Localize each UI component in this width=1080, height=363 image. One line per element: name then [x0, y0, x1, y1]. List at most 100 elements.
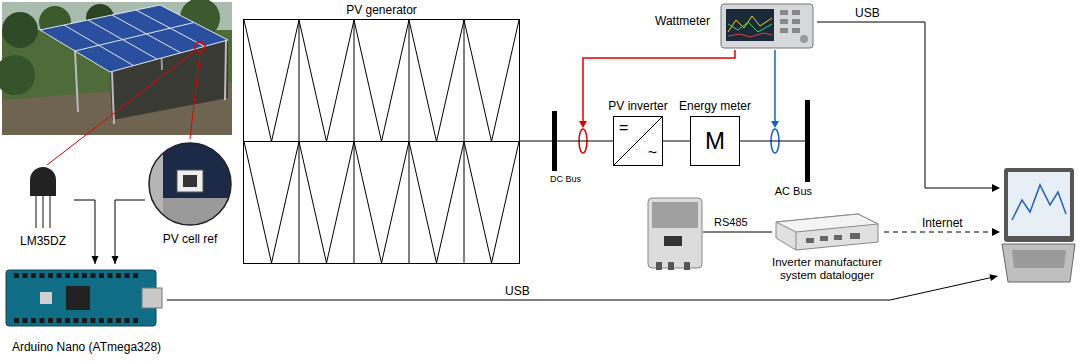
drawing-part	[82, 318, 87, 323]
drawing-part	[195, 42, 205, 52]
drawing-part	[14, 273, 19, 278]
arduino-board: Arduino Nano (ATmega328)	[4, 264, 169, 358]
drawing-part	[648, 198, 702, 268]
drawing-part	[4, 264, 164, 332]
drawing-part	[57, 273, 62, 278]
drawing-part	[614, 117, 662, 165]
drawing-part	[49, 196, 51, 228]
drawing-part	[145, 140, 163, 228]
drawing-part	[74, 273, 79, 278]
drawing-part	[409, 142, 464, 264]
drawing-part	[74, 318, 79, 323]
drawing-part	[726, 9, 774, 41]
drawing-part	[108, 318, 113, 323]
drawing-part	[6, 270, 156, 326]
drawing-part	[190, 52, 200, 139]
datalogger-device: Inverter manufacturer system datalogger	[762, 208, 892, 286]
drawing-part	[354, 20, 409, 142]
drawing-part	[12, 166, 74, 230]
drawing-part	[23, 318, 28, 323]
drawing-part	[48, 273, 53, 278]
connector	[520, 141, 552, 142]
drawing-part	[133, 273, 138, 278]
drawing-part	[35, 196, 37, 228]
drawing-part	[806, 238, 814, 243]
bus-label: AC Bus	[775, 185, 812, 198]
pv-generator-array: PV generator	[243, 19, 520, 264]
drawing-part	[834, 235, 842, 240]
drawing-part	[792, 19, 800, 24]
drawing-part	[92, 256, 99, 264]
dc-symbol: =	[619, 119, 628, 137]
energy-meter-block: Energy meterM	[690, 116, 740, 166]
drawing-part	[40, 318, 45, 323]
drawing-part	[91, 273, 96, 278]
drawing-part	[780, 28, 788, 33]
drawing-part	[116, 318, 121, 323]
drawing-part	[1002, 244, 1075, 282]
device-label: Inverter manufacturer system datalogger	[762, 256, 892, 282]
drawing-part	[728, 33, 772, 37]
drawing-part	[115, 200, 145, 264]
ac-symbol: ~	[648, 144, 657, 162]
drawing-part	[133, 318, 138, 323]
drawing-part	[668, 262, 674, 270]
drawing-part	[800, 35, 808, 43]
reference-cell: PV cell ref	[145, 140, 235, 250]
drawing-part	[225, 41, 226, 100]
drawing-part	[652, 202, 698, 228]
drawing-part	[23, 273, 28, 278]
drawing-part	[820, 236, 828, 241]
block-title: PV inverter	[608, 99, 667, 113]
drawing-part	[149, 143, 231, 225]
connector	[740, 141, 805, 142]
drawing-part	[684, 262, 690, 270]
site-photo	[0, 0, 232, 135]
drawing-part	[774, 50, 776, 121]
drawing-part	[82, 273, 87, 278]
drawing-part	[656, 262, 662, 270]
drawing-part	[40, 5, 228, 72]
drawing-part	[30, 167, 56, 196]
board-label: Arduino Nano (ATmega328)	[12, 340, 161, 354]
drawing-part	[817, 22, 993, 188]
drawing-part	[771, 121, 779, 128]
connector	[557, 141, 613, 142]
bus-label: DC Bus	[550, 174, 581, 185]
drawing-part	[992, 184, 1000, 192]
meter-symbol: M	[705, 128, 725, 154]
ac-bus-bar: AC Bus	[805, 100, 810, 182]
drawing-part	[989, 274, 998, 281]
drawing-part	[299, 142, 354, 264]
drawing-part	[244, 142, 299, 264]
drawing-part	[125, 318, 130, 323]
drawing-part	[75, 23, 194, 52]
drawing-part	[1008, 172, 1070, 236]
drawing-part	[796, 232, 797, 250]
drawing-part	[74, 200, 95, 264]
drawing-part	[720, 2, 815, 50]
wattmeter-device: Wattmeter	[655, 2, 817, 52]
drawing-part	[244, 20, 299, 142]
drawing-part	[125, 273, 130, 278]
drawing-part	[65, 318, 70, 323]
drawing-part	[145, 140, 235, 228]
drawing-part	[780, 10, 788, 15]
drawing-part	[65, 273, 70, 278]
drawing-part	[557, 141, 613, 142]
link-label: Internet	[922, 216, 963, 230]
drawing-part	[728, 22, 772, 32]
drawing-part	[2, 12, 38, 48]
link-label: USB	[855, 6, 880, 20]
drawing-part	[31, 273, 36, 278]
drawing-part	[112, 72, 114, 124]
drawing-part	[664, 236, 682, 246]
drawing-part	[108, 273, 113, 278]
drawing-part	[116, 273, 121, 278]
drawing-part	[57, 318, 62, 323]
drawing-part	[14, 318, 19, 323]
sensor-label: LM35DZ	[20, 234, 66, 248]
drawing-part	[354, 142, 409, 264]
drawing-part	[145, 140, 235, 228]
drawing-part	[244, 20, 519, 263]
